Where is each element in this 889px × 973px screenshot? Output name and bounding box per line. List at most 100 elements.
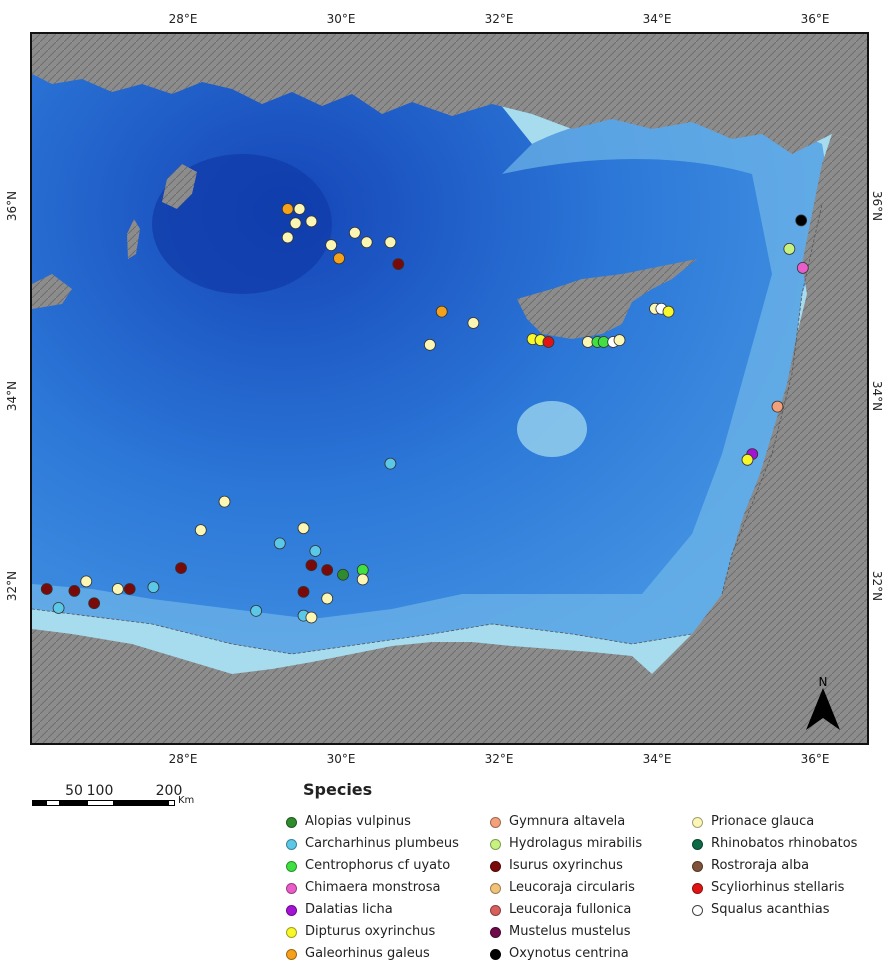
- north-label: N: [819, 675, 828, 689]
- legend-swatch-icon: [490, 860, 501, 872]
- land-levant: [574, 134, 867, 743]
- legend-swatch-icon: [286, 926, 297, 938]
- land-karpathos: [127, 219, 140, 259]
- scale-label-100: 100: [86, 783, 114, 799]
- lon-tick-bottom: 32°E: [484, 752, 514, 766]
- lon-tick-top: 36°E: [800, 12, 830, 26]
- record-marker[interactable]: [325, 239, 338, 252]
- legend-item: Scyliorhinus stellaris: [692, 879, 844, 897]
- legend-swatch-icon: [286, 838, 297, 850]
- land-cyprus: [517, 259, 697, 339]
- legend-swatch-icon: [692, 838, 703, 850]
- record-marker[interactable]: [194, 524, 207, 537]
- record-marker[interactable]: [384, 457, 397, 470]
- scale-segment: [169, 800, 175, 806]
- record-marker[interactable]: [392, 258, 405, 271]
- record-marker[interactable]: [321, 564, 334, 576]
- record-marker[interactable]: [88, 597, 101, 610]
- record-marker[interactable]: [250, 604, 263, 617]
- lat-tick-right: 32°N: [870, 570, 884, 602]
- record-marker[interactable]: [662, 305, 675, 318]
- lon-tick-top: 32°E: [484, 12, 514, 26]
- record-marker[interactable]: [40, 583, 53, 595]
- record-marker[interactable]: [297, 522, 310, 535]
- record-marker[interactable]: [384, 236, 397, 249]
- legend-label: Hydrolagus mirabilis: [509, 836, 643, 851]
- legend-swatch-icon: [692, 816, 703, 828]
- occurrence-records: [40, 203, 809, 624]
- legend-swatch-icon: [490, 926, 501, 938]
- legend-label: Gymnura altavela: [509, 814, 626, 829]
- record-marker[interactable]: [68, 585, 81, 597]
- bathymetry-map[interactable]: [32, 34, 869, 745]
- legend-item: Mustelus mustelus: [490, 923, 630, 941]
- map-frame[interactable]: [30, 32, 869, 745]
- record-marker[interactable]: [741, 453, 754, 466]
- legend-label: Centrophorus cf uyato: [305, 858, 451, 873]
- legend-title: Species: [303, 780, 373, 799]
- record-marker[interactable]: [783, 242, 796, 255]
- record-marker[interactable]: [111, 583, 124, 595]
- record-marker[interactable]: [80, 575, 93, 588]
- legend-item: Leucoraja circularis: [490, 879, 635, 897]
- legend-swatch-icon: [490, 948, 501, 960]
- record-marker[interactable]: [281, 203, 294, 215]
- record-marker[interactable]: [467, 317, 480, 329]
- legend-label: Scyliorhinus stellaris: [711, 880, 845, 895]
- record-marker[interactable]: [795, 214, 808, 227]
- rhodes-basin: [152, 154, 332, 294]
- lon-tick-bottom: 34°E: [642, 752, 672, 766]
- lat-tick-left: 34°N: [5, 380, 19, 412]
- scale-label-200: 200: [155, 783, 183, 799]
- scale-segment: [87, 800, 114, 806]
- record-marker[interactable]: [175, 562, 187, 574]
- lat-tick-left: 36°N: [5, 190, 19, 222]
- record-marker[interactable]: [360, 236, 373, 249]
- record-marker[interactable]: [333, 252, 345, 265]
- legend-swatch-icon: [286, 860, 297, 872]
- record-marker[interactable]: [305, 215, 318, 228]
- eratosthenes-seamount: [517, 401, 587, 457]
- legend-label: Leucoraja fullonica: [509, 902, 632, 917]
- record-marker[interactable]: [356, 573, 369, 586]
- record-marker[interactable]: [613, 334, 626, 347]
- record-marker[interactable]: [218, 495, 231, 508]
- record-marker[interactable]: [281, 231, 294, 244]
- legend-swatch-icon: [692, 904, 703, 916]
- record-marker[interactable]: [423, 338, 436, 351]
- legend-label: Dalatias licha: [305, 902, 393, 917]
- lon-tick-bottom: 28°E: [168, 752, 198, 766]
- record-marker[interactable]: [348, 226, 361, 239]
- legend-item: Gymnura altavela: [490, 813, 625, 831]
- legend-label: Rostroraja alba: [711, 858, 810, 873]
- record-marker[interactable]: [273, 537, 286, 550]
- legend-item: Rostroraja alba: [692, 857, 809, 875]
- record-marker[interactable]: [147, 581, 160, 593]
- record-marker[interactable]: [309, 545, 322, 557]
- record-marker[interactable]: [289, 217, 302, 230]
- land-anatolia: [32, 34, 867, 154]
- record-marker[interactable]: [52, 602, 65, 614]
- record-marker[interactable]: [796, 261, 809, 274]
- legend-swatch-icon: [286, 882, 297, 894]
- record-marker[interactable]: [771, 400, 784, 413]
- scale-segment: [114, 800, 169, 806]
- lon-tick-top: 30°E: [326, 12, 356, 26]
- record-marker[interactable]: [321, 592, 334, 605]
- record-marker[interactable]: [297, 585, 310, 598]
- lat-tick-right: 34°N: [870, 380, 884, 412]
- record-marker[interactable]: [293, 203, 306, 215]
- record-marker[interactable]: [305, 559, 318, 572]
- lon-tick-top: 34°E: [642, 12, 672, 26]
- legend-swatch-icon: [490, 816, 501, 828]
- record-marker[interactable]: [337, 568, 349, 581]
- record-marker[interactable]: [123, 583, 136, 595]
- legend-item: Hydrolagus mirabilis: [490, 835, 642, 853]
- record-marker[interactable]: [435, 305, 448, 318]
- legend-label: Dipturus oxyrinchus: [305, 924, 436, 939]
- legend-swatch-icon: [286, 948, 297, 960]
- legend-item: Prionace glauca: [692, 813, 814, 831]
- legend-label: Carcharhinus plumbeus: [305, 836, 459, 851]
- record-marker[interactable]: [542, 336, 555, 348]
- record-marker[interactable]: [305, 611, 318, 624]
